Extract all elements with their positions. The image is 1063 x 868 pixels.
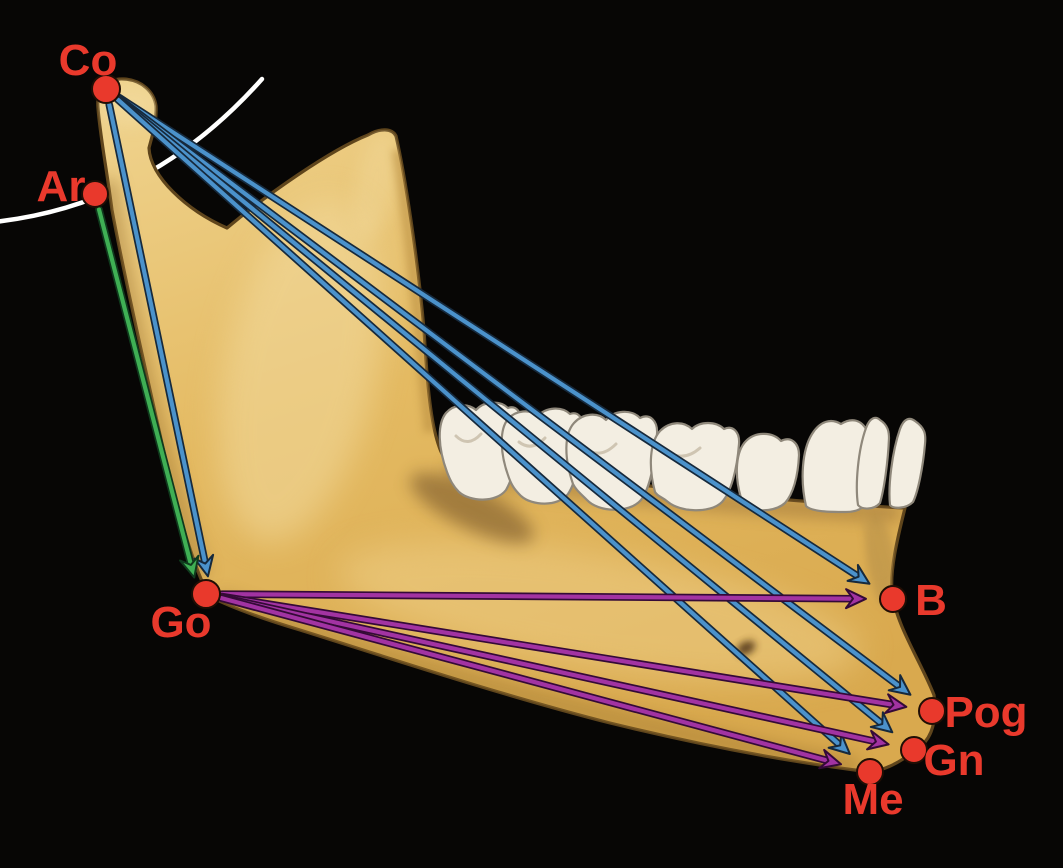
arrow-co-me	[114, 95, 851, 756]
landmark-dot-me	[856, 758, 884, 786]
landmark-dot-go	[191, 579, 221, 609]
landmark-dot-b	[879, 585, 907, 613]
arrowhead-icon	[193, 553, 215, 578]
arrowhead-icon	[884, 693, 908, 715]
arrowhead-icon	[818, 748, 843, 770]
landmark-label-go: Go	[150, 598, 211, 647]
landmark-label-ar: Ar	[37, 162, 86, 211]
arrow-co-pog	[114, 94, 912, 696]
measurement-arrows	[95, 93, 912, 770]
arrowhead-icon	[179, 554, 200, 579]
landmark-label-co: Co	[59, 36, 118, 85]
landmark-label-pog: Pog	[944, 688, 1027, 737]
landmark-dot-pog	[918, 697, 946, 725]
landmark-dot-ar	[81, 180, 109, 208]
landmark-label-gn: Gn	[923, 736, 984, 785]
landmark-label-me: Me	[842, 775, 903, 824]
arrow-co-gn	[114, 95, 894, 734]
arrow-go-gn	[217, 593, 890, 751]
arrow-ar-go	[95, 205, 200, 579]
arrowhead-icon	[827, 732, 851, 756]
arrowhead-icon	[869, 711, 894, 734]
landmark-label-b: B	[915, 576, 947, 625]
arrow-co-go	[105, 100, 215, 578]
tooth-incisor-1	[855, 416, 891, 510]
landmark-dot-gn	[900, 736, 928, 764]
landmark-dots	[81, 74, 946, 786]
arrowhead-icon	[846, 563, 871, 585]
arrow-go-me	[217, 594, 843, 770]
landmark-dot-co	[91, 74, 121, 104]
arrow-go-b	[218, 588, 868, 610]
arrow-go-pog	[217, 592, 908, 715]
arrowhead-icon	[866, 729, 890, 751]
tooth-incisor-2	[888, 417, 927, 509]
arrowhead-icon	[844, 588, 868, 610]
arrow-co-b	[115, 93, 871, 585]
arrowhead-icon	[887, 674, 912, 696]
mental-foramen	[736, 640, 756, 656]
